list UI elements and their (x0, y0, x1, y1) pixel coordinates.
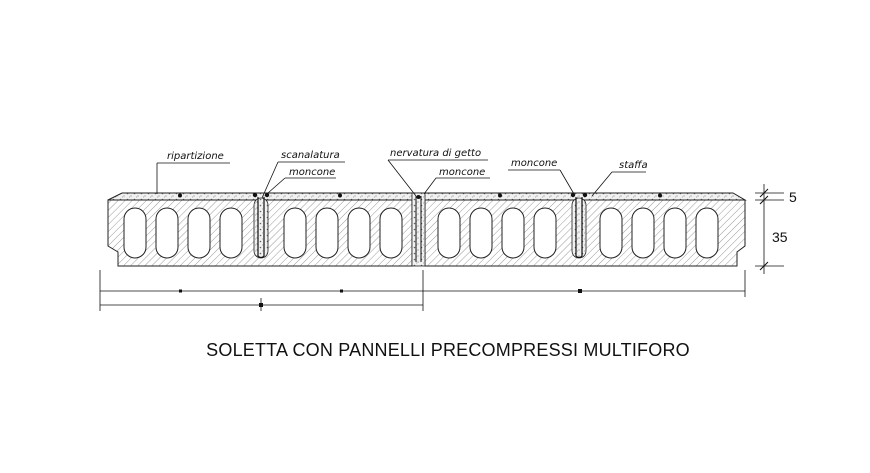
groove-left (253, 197, 269, 259)
vertical-dimensions: 5 35 (755, 184, 797, 274)
annotation-nervatura: nervatura di getto (387, 148, 488, 197)
hollow-core-void (219, 207, 243, 259)
label-moncone-right: moncone (511, 158, 557, 169)
hollow-core-void (663, 207, 687, 259)
concrete-topping (107, 192, 747, 201)
label-moncone-left: moncone (289, 167, 335, 178)
label-nervatura: nervatura di getto (390, 148, 481, 159)
annotation-moncone-left: moncone (267, 167, 336, 194)
rebar-dots (178, 192, 662, 198)
annotation-moncone-center: moncone (423, 167, 490, 195)
hollow-core-void (599, 207, 623, 259)
label-moncone-center: moncone (439, 167, 485, 178)
drawing-caption: SOLETTA CON PANNELLI PRECOMPRESSI MULTIF… (206, 340, 690, 360)
label-scanalatura: scanalatura (281, 150, 340, 161)
hollow-core-void (315, 207, 339, 259)
horizontal-dimensions (99, 270, 746, 311)
dimension-panel: 35 (772, 229, 788, 245)
hollow-core-void (283, 207, 307, 259)
cast-rib (411, 192, 426, 267)
hollow-core-void (533, 207, 557, 259)
hollow-core-void (123, 207, 147, 259)
annotation-staffa: staffa (591, 160, 648, 197)
annotation-scanalatura: scanalatura (261, 150, 345, 199)
hollow-cores (123, 207, 719, 259)
hollow-core-void (379, 207, 403, 259)
hollow-core-void (437, 207, 461, 259)
hollow-core-void (187, 207, 211, 259)
hollow-core-void (155, 207, 179, 259)
label-ripartizione: ripartizione (167, 151, 224, 162)
hollow-core-void (501, 207, 525, 259)
label-staffa: staffa (619, 160, 648, 171)
groove-right (571, 197, 587, 259)
hollow-core-void (347, 207, 371, 259)
annotation-ripartizione: ripartizione (156, 151, 230, 194)
hollow-core-void (695, 207, 719, 259)
hollow-core-void (469, 207, 493, 259)
dimension-topping: 5 (789, 189, 797, 205)
annotation-moncone-right: moncone (508, 158, 575, 195)
hollow-core-void (631, 207, 655, 259)
